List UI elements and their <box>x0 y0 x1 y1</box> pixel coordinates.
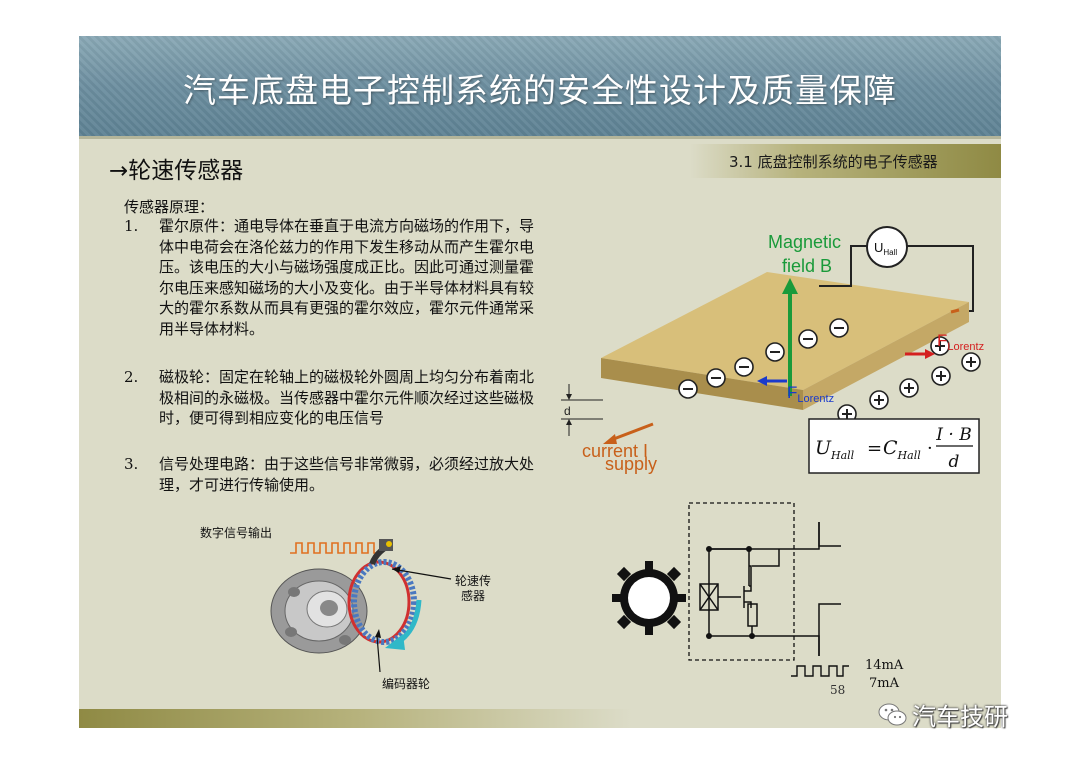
watermark-text: 汽车技研 <box>912 703 1008 731</box>
supply-current-label: supply <box>605 454 657 474</box>
digital-signal-label: 数字信号输出 <box>200 526 273 540</box>
item-number: 3. <box>124 455 139 473</box>
encoder-wheel <box>351 559 417 645</box>
item-text: 信号处理电路：由于这些信号非常微弱，必须经过放大处理，才可进行传输使用。 <box>159 455 535 494</box>
watermark: 汽车技研 <box>878 697 1008 732</box>
hall-plate-side <box>803 302 969 410</box>
section-heading: →轮速传感器 <box>109 158 244 184</box>
wheel-speed-sensor <box>369 543 389 566</box>
slide-title: 汽车底盘电子控制系统的安全性设计及质量保障 <box>183 71 897 110</box>
section-tag-label: 3.1 底盘控制系统的电子传感器 <box>729 153 938 171</box>
section-tag: 3.1 底盘控制系统的电子传感器 <box>689 144 1001 178</box>
magnetic-field-label: Magnetic field B <box>768 232 846 276</box>
item-text: 霍尔原件：通电导体在垂直于电流方向磁场的作用下，导体中电荷会在洛伦兹力的作用下发… <box>159 217 535 338</box>
lower-figures <box>270 502 849 677</box>
supply-current-label-line2: current I <box>582 441 649 461</box>
wheel-hub-illustration <box>270 568 368 654</box>
voltmeter-icon <box>866 226 908 268</box>
page-number: 58 <box>830 683 846 697</box>
sensor-module-box <box>688 502 795 661</box>
hall-formula: UHall <box>815 437 855 462</box>
item-number: 1. <box>124 217 139 235</box>
wire-left <box>819 245 869 287</box>
item-text: 磁极轮：固定在轮轴上的磁极轮外圆周上均匀分布着南北极相间的永磁极。当传感器中霍尔… <box>159 368 535 427</box>
footer-bar <box>79 709 1001 728</box>
sensor-label: 轮速传 感器 <box>455 574 492 603</box>
wechat-icon <box>878 703 907 725</box>
svg-text:I · B: I · B <box>935 425 971 445</box>
lorentz-force-label-top: FLorentz <box>937 331 984 353</box>
supply-current-arrow <box>610 422 654 442</box>
hall-effect-diagram: UHall Magnetic field B <box>561 226 984 474</box>
u-hall-label: UHall <box>874 240 897 257</box>
svg-text:=: = <box>867 438 882 459</box>
hall-plate-top <box>601 272 969 390</box>
gear-icon <box>612 561 686 635</box>
encoder-label: 编码器轮 <box>382 677 431 691</box>
svg-text:d: d <box>949 452 960 472</box>
principle-title: 传感器原理： <box>124 198 215 216</box>
svg-text:CHall: CHall <box>883 437 921 462</box>
title-divider <box>79 136 1001 139</box>
slide: 汽车底盘电子控制系统的安全性设计及质量保障 3.1 底盘控制系统的电子传感器 →… <box>79 36 1001 728</box>
hall-plate-front <box>601 358 803 410</box>
digital-signal-waveform <box>290 542 380 554</box>
signal-circuit <box>699 522 841 656</box>
lorentz-force-label-bottom: FLorentz <box>787 383 834 405</box>
high-current-label: 14mA <box>865 658 904 673</box>
low-current-label: 7mA <box>869 676 899 691</box>
svg-text:·: · <box>927 438 933 459</box>
item-number: 2. <box>124 368 139 386</box>
title-bar: 汽车底盘电子控制系统的安全性设计及质量保障 <box>79 36 1001 136</box>
thickness-label: d <box>564 404 571 418</box>
output-current-waveform <box>791 665 849 677</box>
wire-right <box>905 245 974 312</box>
